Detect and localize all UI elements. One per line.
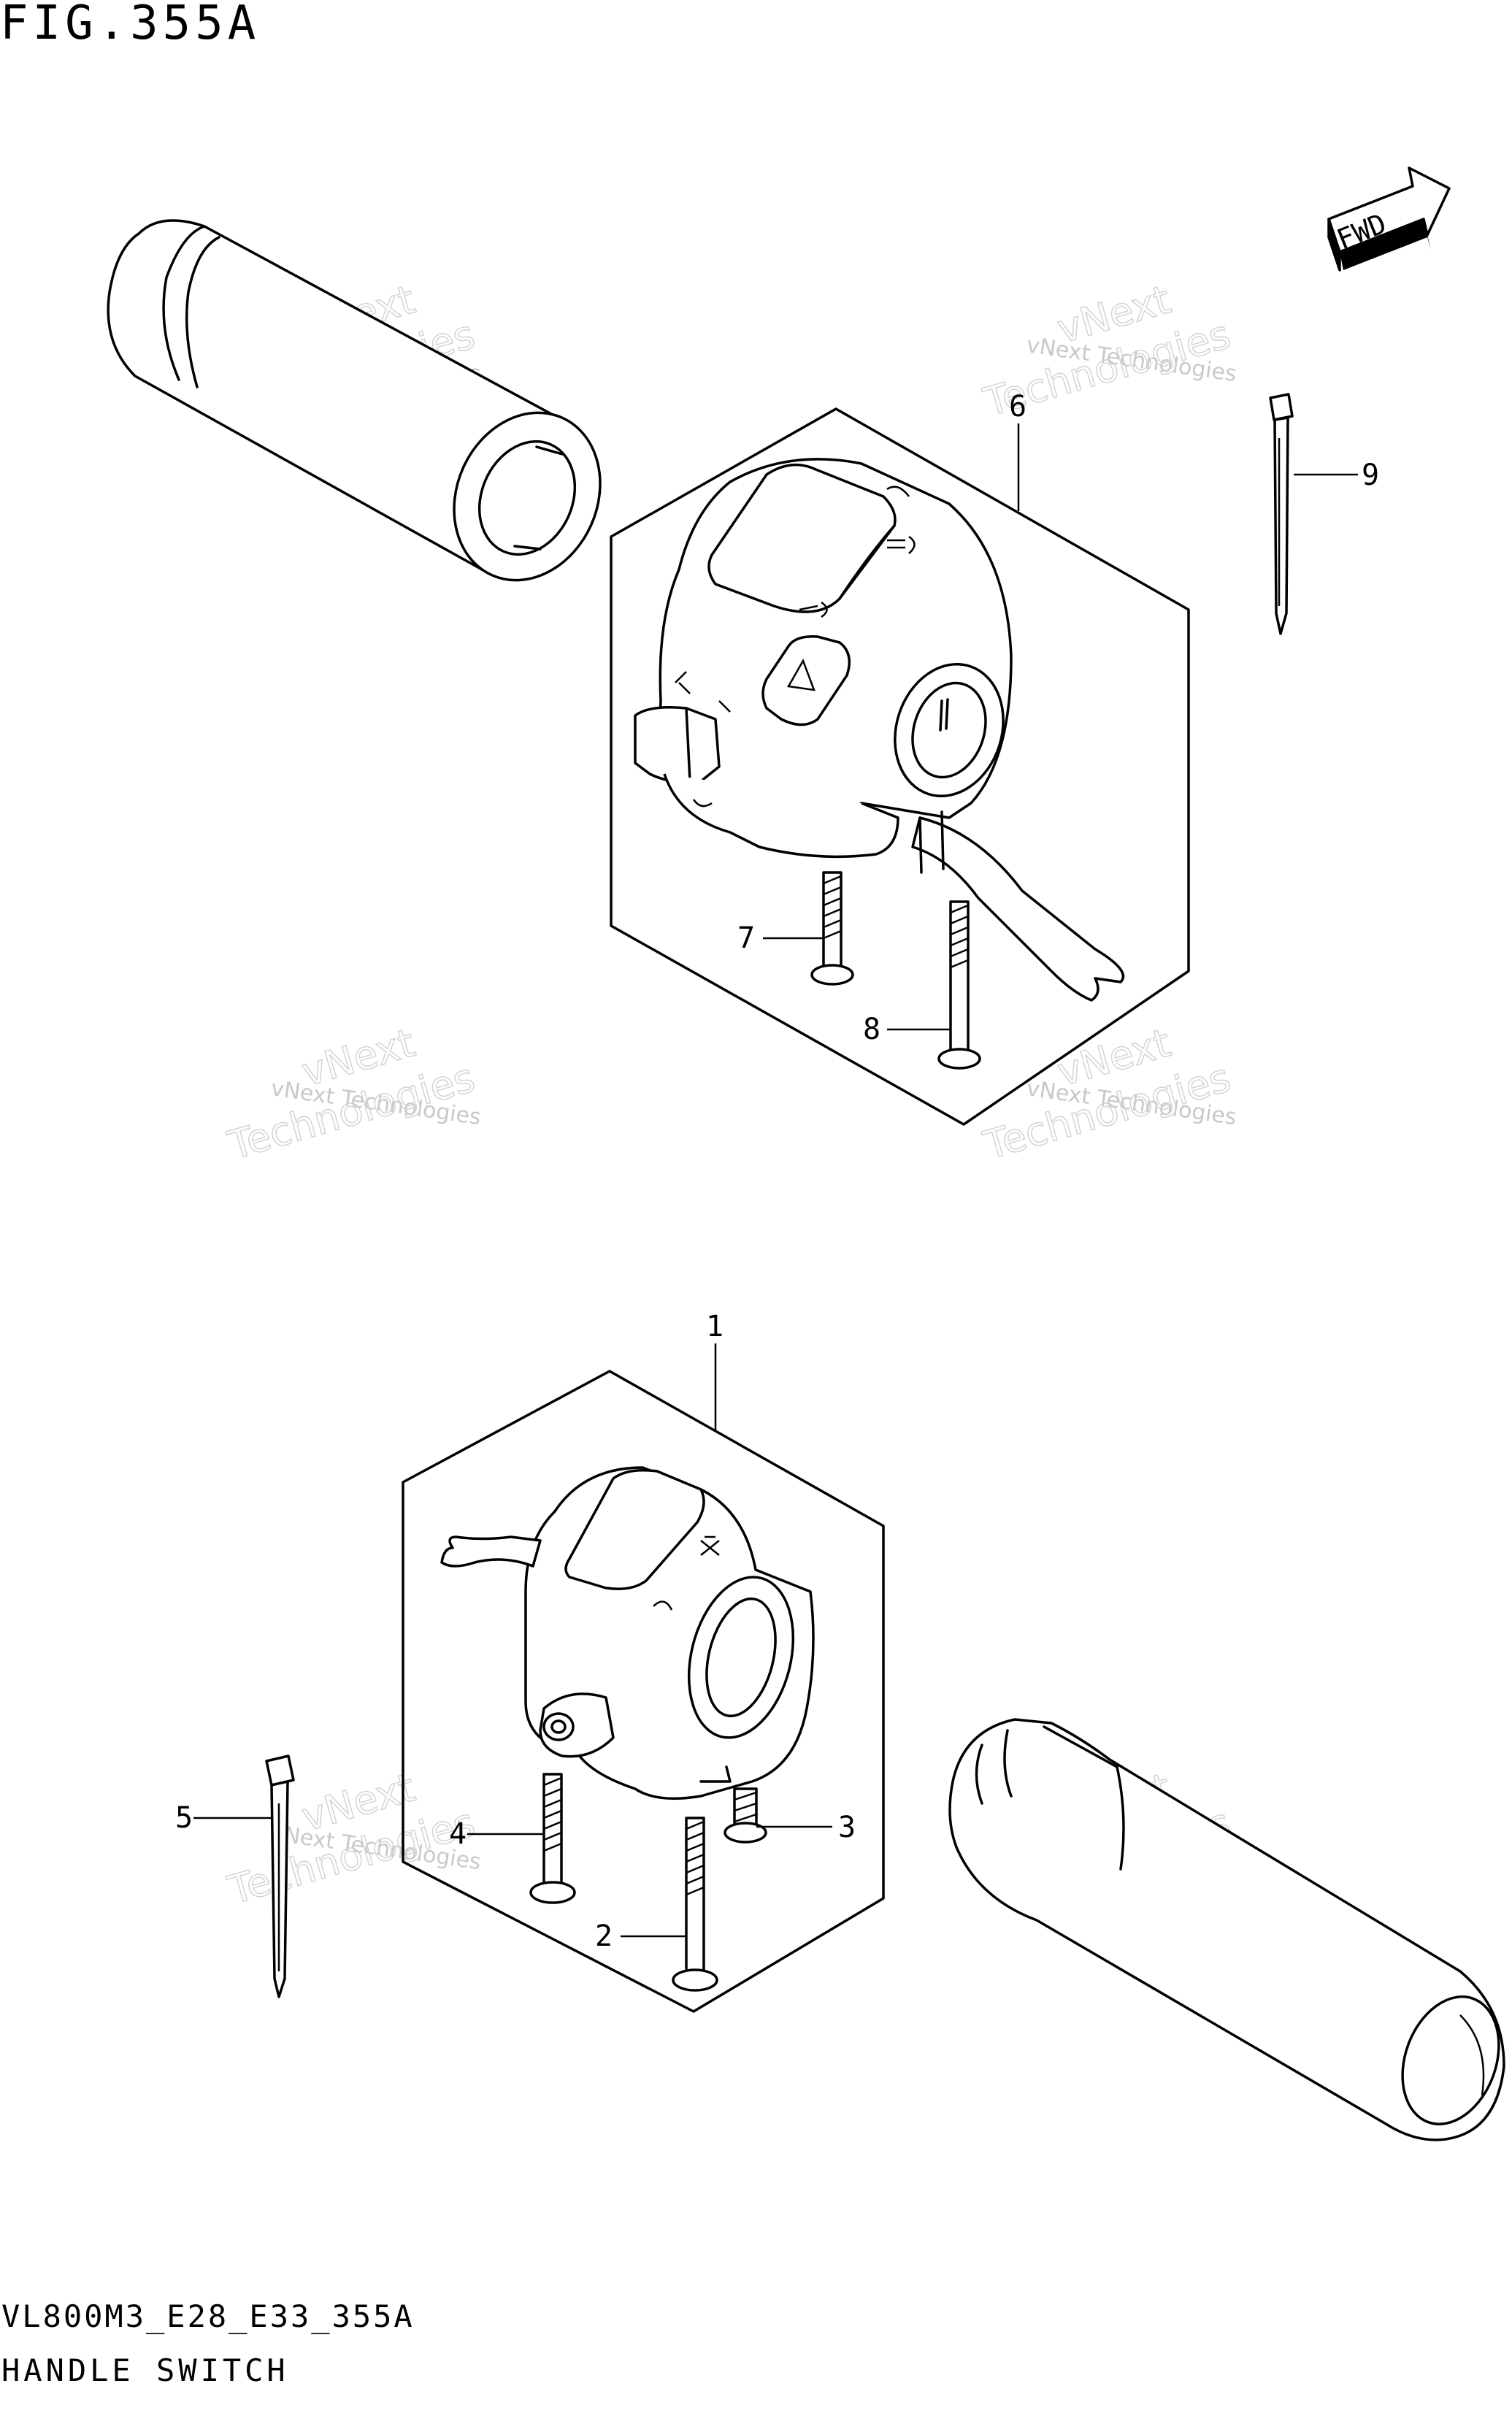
callout-2: 2 [595,1919,613,1953]
callout-6: 6 [1009,390,1026,423]
callout-9: 9 [1362,459,1379,492]
cable-tie-icon [1269,393,1294,635]
figure-code: VL800M3_E28_E33_355A [1,2298,415,2334]
screw-icon [937,900,981,1070]
handlebar-switch-right-icon [634,458,1125,1002]
handlebar-switch-left-icon [440,1466,815,1800]
callout-3: 3 [838,1811,856,1844]
part-6-frame [610,407,1190,1126]
grip-icon [107,219,602,582]
figure-name: HANDLE SWITCH [1,2352,289,2388]
callout-1: 1 [706,1310,724,1343]
callout-8: 8 [863,1013,880,1046]
screw-icon [724,1787,767,1844]
watermark-4: vNext Technologies Technologies vNext [978,1019,1238,1170]
screw-icon [529,1773,576,1904]
watermark-5: vNext Technologies Technologies vNext [223,1764,483,1914]
callout-4: 4 [449,1817,467,1851]
figure-title: FIG.355A [0,0,261,50]
callout-7: 7 [737,921,755,955]
screw-icon [810,871,854,986]
screw-icon [672,1817,718,1992]
fwd-arrow-icon: FWD [1327,166,1451,272]
part-1-frame [402,1370,885,2013]
callout-5: 5 [175,1801,193,1835]
watermark-3: vNext Technologies Technologies vNext [223,1019,483,1170]
leader-lines [193,423,1358,1938]
grip-icon [948,1718,1505,2141]
cable-tie-icon [265,1754,295,1998]
